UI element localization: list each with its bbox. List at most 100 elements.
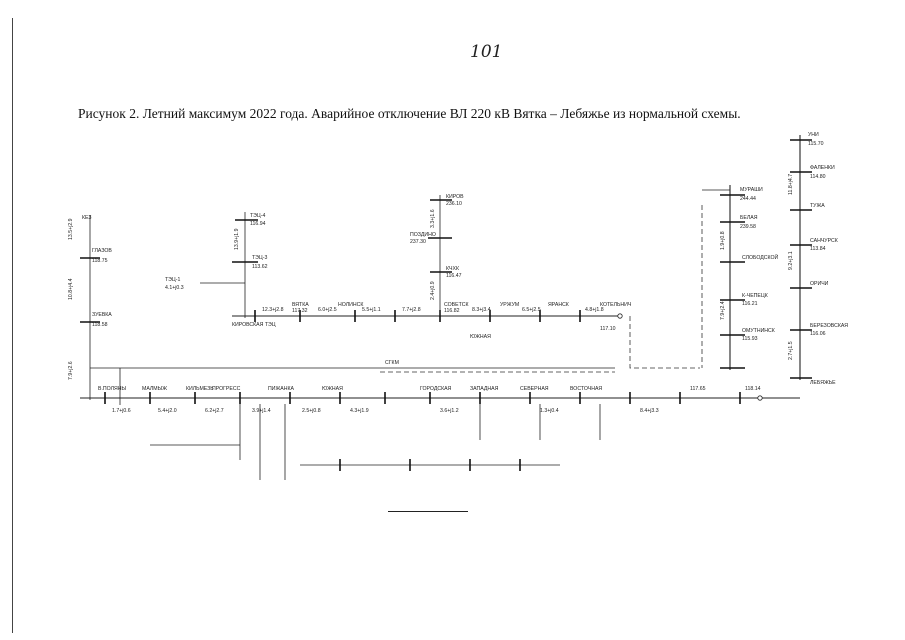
lbl-omutninsk: ОМУТНИНСК bbox=[742, 328, 775, 334]
far-right-feeder: УНИ 115.70 ФАЛЕНКИ 114.80 ТУЖА САНЧУРСК … bbox=[788, 132, 848, 386]
lbl-kirov: КИРОВ bbox=[446, 194, 464, 200]
flow-up-3: 5.5+j1.1 bbox=[362, 307, 381, 313]
val-belaya: 239.58 bbox=[740, 224, 756, 230]
lower-main-line: В.ПОЛЯНЫ 1.7+j0.6 МАЛМЫЖ 5.4+j2.0 КИЛЬМЕ… bbox=[80, 360, 800, 414]
lbl-tec1: ТЭЦ-1 bbox=[165, 277, 180, 283]
val-kchhk: 116.47 bbox=[446, 273, 462, 279]
lbl-malmyzh: МАЛМЫЖ bbox=[142, 386, 167, 392]
val-left-node2: 118.58 bbox=[92, 322, 108, 328]
flow-left-2: 10.8+j4.4 bbox=[68, 278, 74, 300]
val-uni: 115.70 bbox=[808, 141, 824, 147]
flow-kirov-1: 3.3+j1.6 bbox=[430, 209, 436, 228]
lbl-tec3: ТЭЦ-3 bbox=[252, 255, 267, 261]
lbl-zapadnaya: ЗАПАДНАЯ bbox=[470, 386, 499, 392]
flow-tec4: 13.9+j1.9 bbox=[234, 228, 240, 250]
val-kchepetsk: 116.21 bbox=[742, 301, 758, 307]
lbl-yuzhnaya: ЮЖНАЯ bbox=[322, 386, 343, 392]
lbl-pozdino: ПОЗДИНО bbox=[410, 232, 436, 238]
lbl-slobodskoy: СЛОБОДСКОЙ bbox=[742, 253, 779, 261]
upper-main-line: КИРОВСКАЯ ТЭЦ 12.3+j2.8 ВЯТКА 117.32 6.0… bbox=[232, 302, 632, 340]
lbl-left-node1: ГЛАЗОВ bbox=[92, 248, 112, 254]
lbl-gorodskaya: ГОРОДСКАЯ bbox=[420, 386, 452, 392]
lbl-kchepetsk: К-ЧЕПЕЦК bbox=[742, 293, 768, 299]
page-edge-line bbox=[12, 18, 13, 633]
val-sovetsk: 116.82 bbox=[444, 308, 460, 314]
lbl-kotelnich: КОТЕЛЬНИЧ bbox=[600, 302, 632, 308]
lbl-vpolyany: В.ПОЛЯНЫ bbox=[98, 386, 127, 392]
flow-left-3: 7.9+j2.6 bbox=[68, 361, 74, 380]
lbl-yuzhnaya-up: ЮЖНАЯ bbox=[470, 334, 491, 340]
flow-up-6: 6.5+j2.5 bbox=[522, 307, 541, 313]
flow-right-1: 1.9+j0.8 bbox=[720, 231, 726, 250]
flow-up-4: 7.7+j2.8 bbox=[402, 307, 421, 313]
val-omutninsk: 115.93 bbox=[742, 336, 758, 342]
lbl-kirovskaya-tec: КИРОВСКАЯ ТЭЦ bbox=[232, 322, 276, 328]
lbl-tec4: ТЭЦ-4 bbox=[250, 213, 265, 219]
lbl-left-node2: ЗУЕВКА bbox=[92, 312, 112, 318]
val-tec4: 116.94 bbox=[250, 221, 266, 227]
val-sanchursk: 113.84 bbox=[810, 246, 826, 252]
figure-caption: Рисунок 2. Летний максимум 2022 года. Ав… bbox=[78, 106, 741, 121]
flow-fr-3: 2.7+j1.5 bbox=[788, 341, 794, 360]
flow-right-2: 7.9+j2.4 bbox=[720, 301, 726, 320]
lbl-progress: ПРОГРЕСС bbox=[212, 386, 241, 392]
lbl-murashi: МУРАШИ bbox=[740, 187, 763, 193]
lbl-lebyazhye: ЛЕБЯЖЬЕ bbox=[810, 380, 836, 386]
lbl-vyatka: ВЯТКА bbox=[292, 302, 309, 308]
flow-low-2: 5.4+j2.0 bbox=[158, 408, 177, 414]
footer-rule bbox=[388, 511, 468, 512]
lbl-kchhk: КЧХК bbox=[446, 266, 459, 272]
flow-low-1: 1.7+j0.6 bbox=[112, 408, 131, 414]
lbl-fale: ФАЛЕНКИ bbox=[810, 165, 835, 171]
val-pozdino: 237.30 bbox=[410, 239, 426, 245]
lbl-orichi: ОРИЧИ bbox=[810, 281, 829, 287]
val-vyatka: 117.32 bbox=[292, 308, 308, 314]
flow-low-4: 3.9+j1.4 bbox=[252, 408, 271, 414]
right-section: МУРАШИ 244.44 БЕЛАЯ 239.58 СЛОБОДСКОЙ К-… bbox=[629, 185, 779, 370]
lbl-sgkm: СГКМ bbox=[385, 360, 399, 366]
val-kirov: 236.10 bbox=[446, 201, 462, 207]
flow-up-5: 8.3+j3.4 bbox=[472, 307, 491, 313]
lbl-sovetsk: СОВЕТСК bbox=[444, 302, 469, 308]
lbl-urzhum: УРЖУМ bbox=[500, 302, 519, 308]
flow-low-9: 8.4+j3.3 bbox=[640, 408, 659, 414]
flow-low-7: 3.6+j1.2 bbox=[440, 408, 459, 414]
page-number: 101 bbox=[470, 42, 503, 62]
val-left-node1: 118.75 bbox=[92, 258, 108, 264]
val-berezovskaya: 116.06 bbox=[810, 331, 826, 337]
lower-taps bbox=[150, 404, 601, 480]
lbl-yaransk: ЯРАНСК bbox=[548, 302, 569, 308]
lbl-tuzha: ТУЖА bbox=[810, 203, 825, 209]
flow-tec1: 4.1+j0.3 bbox=[165, 285, 184, 291]
left-vertical-feeder: КЕЗ ГЛАЗОВ 118.75 ЗУЕВКА 118.58 13.5+j2.… bbox=[68, 215, 112, 400]
flow-low-3: 6.2+j2.7 bbox=[205, 408, 224, 414]
lbl-vostochnaya: ВОСТОЧНАЯ bbox=[570, 386, 602, 392]
lbl-nolinsk: НОЛИНСК bbox=[338, 302, 363, 308]
flow-left-1: 13.5+j2.9 bbox=[68, 218, 74, 240]
val-low-1: 117.65 bbox=[690, 386, 706, 392]
flow-kirov-2: 2.4+j0.9 bbox=[430, 281, 436, 300]
lbl-severnaya: СЕВЕРНАЯ bbox=[520, 386, 549, 392]
flow-low-8: 1.3+j0.4 bbox=[540, 408, 559, 414]
flow-up-7: 4.8+j1.8 bbox=[585, 307, 604, 313]
lbl-uni: УНИ bbox=[808, 132, 819, 138]
flow-up-1: 12.3+j2.8 bbox=[262, 307, 284, 313]
lbl-kilmez: КИЛЬМЕЗЬ bbox=[186, 386, 214, 392]
tec4-branch: ТЭЦ-4 116.94 ТЭЦ-3 113.62 ТЭЦ-1 4.1+j0.3… bbox=[165, 212, 268, 318]
flow-fr-2: 9.2+j3.1 bbox=[788, 251, 794, 270]
val-murashi: 244.44 bbox=[740, 196, 756, 202]
flow-up-2: 6.0+j2.5 bbox=[318, 307, 337, 313]
flow-low-5: 2.5+j0.8 bbox=[302, 408, 321, 414]
val-low-2: 118.14 bbox=[745, 386, 761, 392]
flow-low-6: 4.3+j1.9 bbox=[350, 408, 369, 414]
lbl-belaya: БЕЛАЯ bbox=[740, 215, 758, 221]
lbl-pizhanka: ПИЖАНКА bbox=[268, 386, 294, 392]
lbl-sanchursk: САНЧУРСК bbox=[810, 238, 838, 244]
val-tec3: 113.62 bbox=[252, 264, 268, 270]
flow-fr-1: 11.8+j4.7 bbox=[788, 174, 794, 195]
val-fale: 114.80 bbox=[810, 174, 826, 180]
val-kotelnich: 117.10 bbox=[600, 326, 616, 332]
kirov-vertical-feeder: КИРОВ 236.10 ПОЗДИНО 237.30 КЧХК 116.47 … bbox=[410, 194, 464, 316]
lbl-berezovskaya: БЕРЕЗОВСКАЯ bbox=[810, 323, 848, 329]
